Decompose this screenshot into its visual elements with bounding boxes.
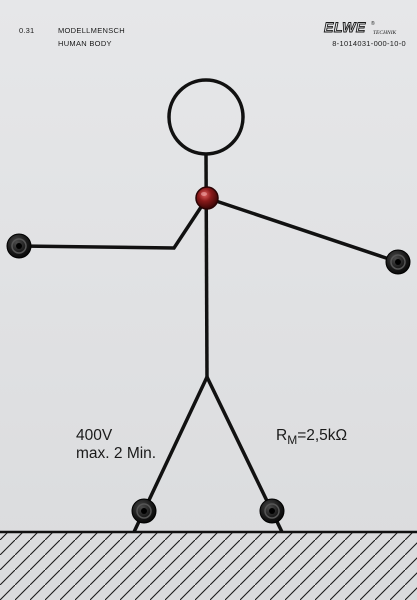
figure-head	[167, 78, 245, 156]
ground-hatching	[0, 533, 417, 600]
resistance-value: =2,5kΩ	[297, 427, 348, 444]
elwe-logo: ELWE ® TECHNIK	[324, 19, 397, 36]
voltage-label: 400V	[76, 427, 113, 444]
model-code: 0.31	[19, 26, 35, 35]
figure-left-arm	[18, 197, 209, 250]
right-foot-socket[interactable]	[259, 498, 285, 524]
duration-label: max. 2 Min.	[76, 445, 157, 462]
right-hand-socket[interactable]	[385, 249, 411, 275]
logo-registered-mark: ®	[371, 20, 375, 27]
resistance-symbol: R	[276, 427, 288, 444]
logo-wordmark: ELWE	[324, 19, 366, 35]
resistance-subscript: M	[287, 433, 298, 447]
title-english: HUMAN BODY	[58, 39, 112, 48]
logo-suffix: TECHNIK	[373, 30, 397, 36]
left-hand-socket[interactable]	[6, 233, 32, 259]
heart-led	[195, 186, 219, 210]
resistance-label: RM=2,5kΩ	[276, 427, 348, 447]
figure-right-arm	[206, 196, 399, 264]
catalog-number: 8-1014031-000-10-0	[332, 39, 406, 48]
left-foot-socket[interactable]	[131, 498, 157, 524]
title-german: MODELLMENSCH	[58, 26, 125, 35]
